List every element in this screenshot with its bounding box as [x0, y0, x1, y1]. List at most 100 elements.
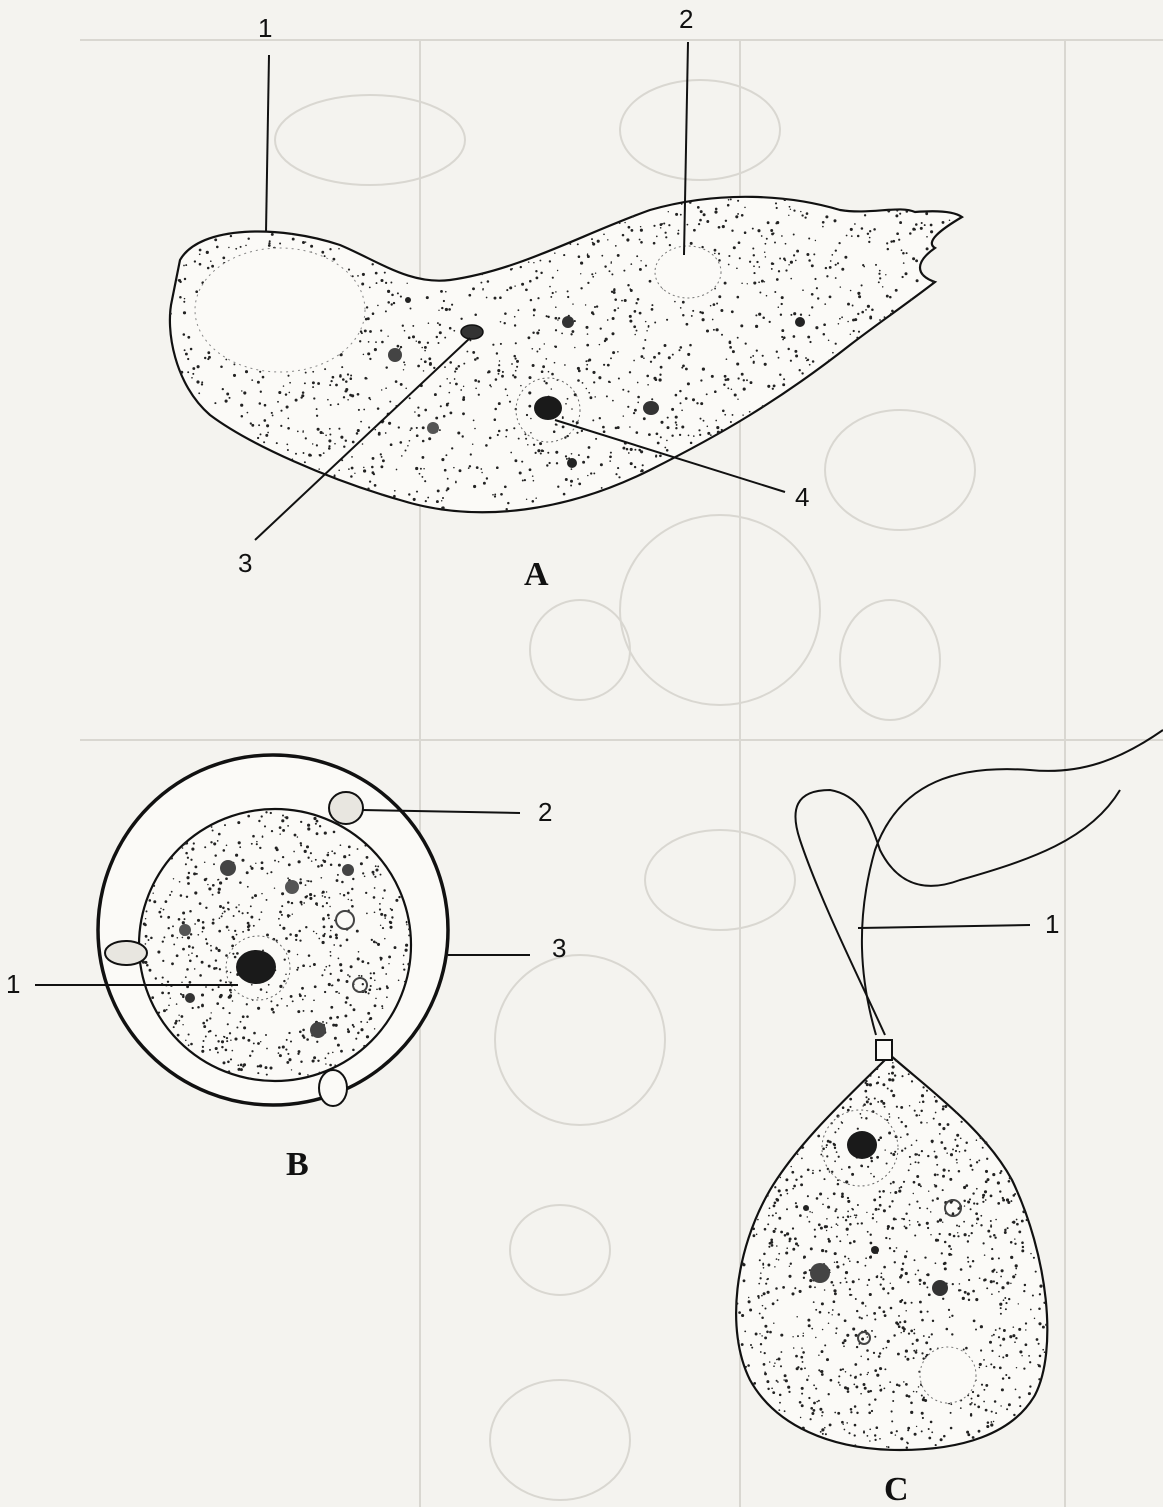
stipple-dot: [453, 330, 455, 332]
stipple-dot: [895, 1060, 897, 1062]
stipple-dot: [440, 405, 442, 407]
stipple-dot: [1035, 1271, 1037, 1273]
stipple-dot: [653, 225, 655, 227]
stipple-dot: [393, 302, 395, 304]
stipple-dot: [836, 1151, 838, 1153]
stipple-dot: [847, 321, 849, 323]
stipple-dot: [851, 1173, 854, 1176]
stipple-dot: [925, 1341, 928, 1344]
stipple-dot: [241, 859, 244, 862]
stipple-dot: [357, 429, 360, 432]
stipple-dot: [347, 1030, 350, 1033]
stipple-dot: [800, 1175, 803, 1178]
stipple-dot: [636, 431, 639, 434]
stipple-dot: [252, 835, 255, 838]
stipple-dot: [825, 1433, 827, 1435]
stipple-dot: [403, 369, 404, 370]
stipple-dot: [472, 443, 473, 444]
stipple-dot: [822, 226, 824, 228]
stipple-dot: [634, 310, 637, 313]
stipple-dot: [364, 844, 366, 846]
stipple-dot: [426, 296, 429, 299]
stipple-dot: [926, 1274, 928, 1276]
stipple-dot: [826, 1155, 828, 1157]
stipple-dot: [328, 917, 330, 919]
stipple-dot: [884, 1314, 887, 1317]
stipple-dot: [857, 235, 860, 238]
stipple-dot: [820, 1154, 822, 1156]
stipple-dot: [837, 1412, 840, 1415]
stipple-dot: [912, 1343, 914, 1345]
stipple-dot: [234, 930, 236, 932]
stipple-dot: [183, 843, 185, 845]
stipple-dot: [747, 283, 748, 284]
stipple-dot: [904, 1255, 907, 1258]
stipple-dot: [257, 1042, 260, 1045]
stipple-dot: [710, 305, 712, 307]
stipple-dot: [878, 1139, 880, 1141]
stipple-dot: [208, 887, 211, 890]
stipple-dot: [923, 1335, 925, 1337]
stipple-dot: [473, 420, 475, 422]
stipple-dot: [887, 1088, 889, 1090]
stipple-dot: [389, 401, 391, 403]
stipple-dot: [489, 437, 492, 440]
stipple-dot: [158, 1012, 160, 1014]
stipple-dot: [707, 432, 710, 435]
stipple-dot: [916, 1140, 918, 1142]
stipple-dot: [397, 345, 400, 348]
stipple-dot: [970, 1414, 972, 1416]
stipple-dot: [551, 373, 554, 376]
stipple-dot: [325, 1063, 327, 1065]
stipple-dot: [936, 1164, 938, 1166]
stipple-dot: [325, 1057, 327, 1059]
stipple-dot: [327, 1052, 329, 1054]
stipple-dot: [879, 277, 881, 279]
stipple-dot: [281, 998, 283, 1000]
stipple-dot: [382, 459, 385, 462]
stipple-dot: [498, 373, 500, 375]
stipple-dot: [394, 490, 396, 492]
stipple-dot: [904, 1320, 907, 1323]
stipple-dot: [347, 1028, 349, 1030]
stipple-dot: [368, 341, 370, 343]
stipple-dot: [340, 436, 343, 439]
stipple-dot: [835, 277, 837, 279]
stipple-dot: [385, 366, 387, 368]
stipple-dot: [285, 393, 287, 395]
stipple-dot: [797, 1153, 799, 1155]
stipple-dot: [869, 317, 872, 320]
stipple-dot: [956, 1144, 959, 1147]
stipple-dot: [188, 1044, 190, 1046]
stipple-dot: [818, 1354, 819, 1355]
stipple-dot: [555, 291, 557, 293]
stipple-dot: [340, 969, 343, 972]
stipple-dot: [1009, 1335, 1012, 1338]
stipple-dot: [833, 219, 836, 222]
stipple-dot: [550, 296, 552, 298]
stipple-dot: [540, 272, 542, 274]
stipple-dot: [449, 382, 451, 384]
stipple-dot: [188, 872, 190, 874]
stipple-dot: [953, 1235, 956, 1238]
stipple-dot: [223, 1036, 225, 1038]
stipple-dot: [985, 1384, 988, 1387]
stipple-dot: [817, 1135, 820, 1138]
stipple-dot: [247, 912, 249, 914]
stipple-dot: [808, 1221, 810, 1223]
stipple-dot: [324, 991, 326, 993]
stipple-dot: [589, 396, 592, 399]
stipple-dot: [292, 913, 293, 914]
stipple-dot: [537, 449, 540, 452]
stipple-dot: [614, 298, 617, 301]
stipple-dot: [307, 827, 310, 830]
stipple-dot: [427, 497, 429, 499]
stipple-dot: [317, 1060, 319, 1062]
stipple-dot: [919, 1102, 920, 1103]
stipple-dot: [793, 312, 796, 315]
stipple-dot: [581, 430, 583, 432]
stipple-dot: [762, 405, 764, 407]
stipple-dot: [370, 985, 372, 987]
stipple-dot: [298, 1050, 301, 1053]
stipple-dot: [420, 468, 422, 470]
